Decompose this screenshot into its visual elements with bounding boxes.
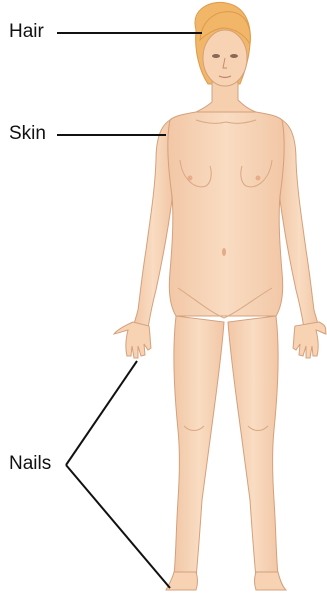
eye-left [212,54,220,58]
skin-label: Skin [9,124,46,143]
nails-leader-line-hand [66,361,137,465]
left-leg [174,316,224,578]
right-arm [280,120,318,328]
navel [222,248,226,256]
left-hand [114,322,151,358]
right-hand [293,322,326,358]
nipple-left [188,176,193,181]
torso [168,112,284,316]
right-foot [255,572,287,590]
right-leg [228,316,278,578]
left-foot [166,572,198,590]
hair-label: Hair [9,22,44,41]
nails-label: Nails [9,454,51,473]
nails-leader-line-foot [66,465,170,588]
eye-right [230,54,238,58]
nipple-right [256,176,261,181]
neck [196,82,256,112]
left-arm [134,120,172,328]
